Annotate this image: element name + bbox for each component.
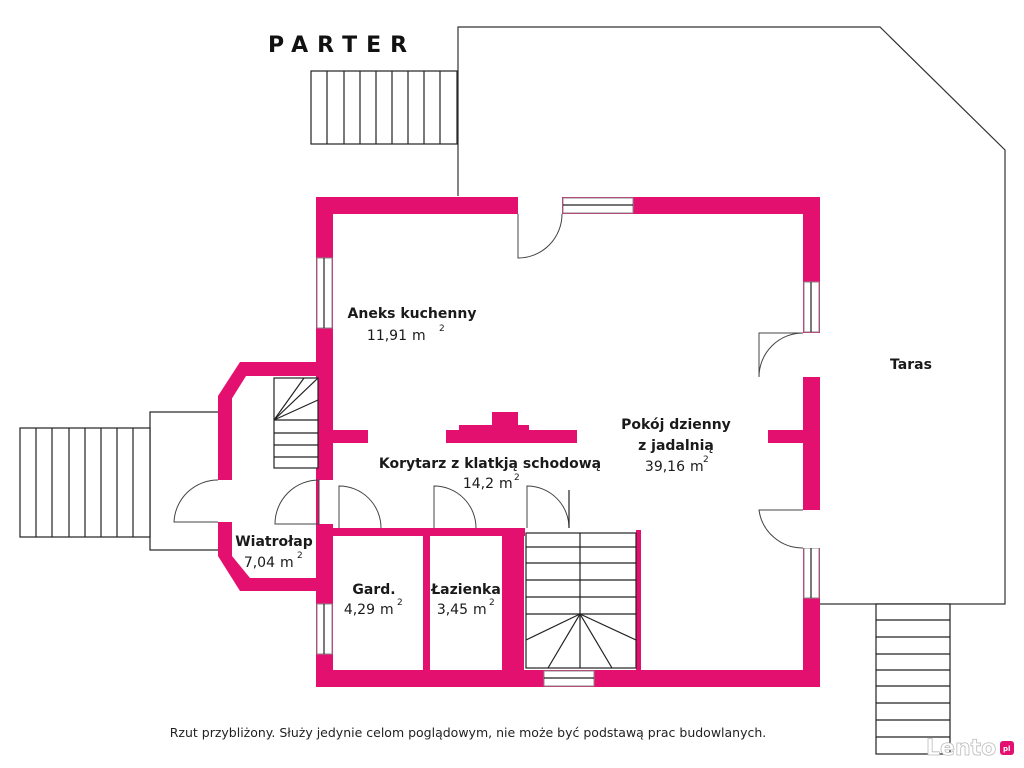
room-name-taras: Taras (890, 357, 932, 373)
terrace-outline (457, 26, 1006, 605)
top-stairs (310, 70, 458, 145)
interior-stairs (273, 377, 637, 669)
right-stairs (875, 603, 951, 755)
room-name-korytarz: Korytarz z klatkją schodową (379, 456, 601, 472)
windows (316, 197, 820, 687)
area-exp: 2 (397, 598, 403, 608)
room-name-gard: Gard. (352, 582, 395, 598)
area-exp: 2 (297, 551, 303, 561)
doors (173, 197, 820, 549)
area-unit: m (499, 476, 513, 492)
room-area-wiatrolap: 7,04 (244, 555, 275, 571)
plan-title: PARTER (268, 33, 416, 58)
room-area-gard: 4,29 (344, 602, 375, 618)
room-area-korytarz: 14,2 (463, 476, 494, 492)
room-area-pokoj: 39,16 (645, 459, 685, 475)
area-exp: 2 (514, 473, 520, 483)
area-unit: m (380, 602, 394, 618)
area-exp: 2 (703, 455, 709, 465)
room-labels: Aneks kuchenny 11,91 m 2 Taras Pokój dzi… (235, 306, 932, 618)
room-area-aneks: 11,91 (367, 328, 407, 344)
lento-watermark: Lento pl (926, 736, 1014, 761)
watermark-brand: Lento (926, 736, 996, 761)
area-unit: m (280, 555, 294, 571)
watermark-badge (1000, 741, 1014, 755)
area-exp: 2 (439, 324, 445, 334)
room-name-pokoj-1: Pokój dzienny (621, 417, 731, 433)
room-name-aneks: Aneks kuchenny (348, 306, 477, 322)
area-unit: m (690, 459, 704, 475)
area-exp: 2 (489, 598, 495, 608)
room-area-lazienka: 3,45 (437, 602, 468, 618)
room-name-lazienka: Łazienka (430, 582, 501, 598)
room-name-pokoj-2: z jadalnią (638, 438, 714, 454)
watermark-suffix: pl (1003, 745, 1010, 753)
area-unit: m (473, 602, 487, 618)
left-stairs (19, 411, 221, 551)
room-name-wiatrolap: Wiatrołap (235, 534, 313, 550)
disclaimer-note: Rzut przybliżony. Służy jedynie celom po… (170, 725, 767, 740)
area-unit: m (412, 328, 426, 344)
